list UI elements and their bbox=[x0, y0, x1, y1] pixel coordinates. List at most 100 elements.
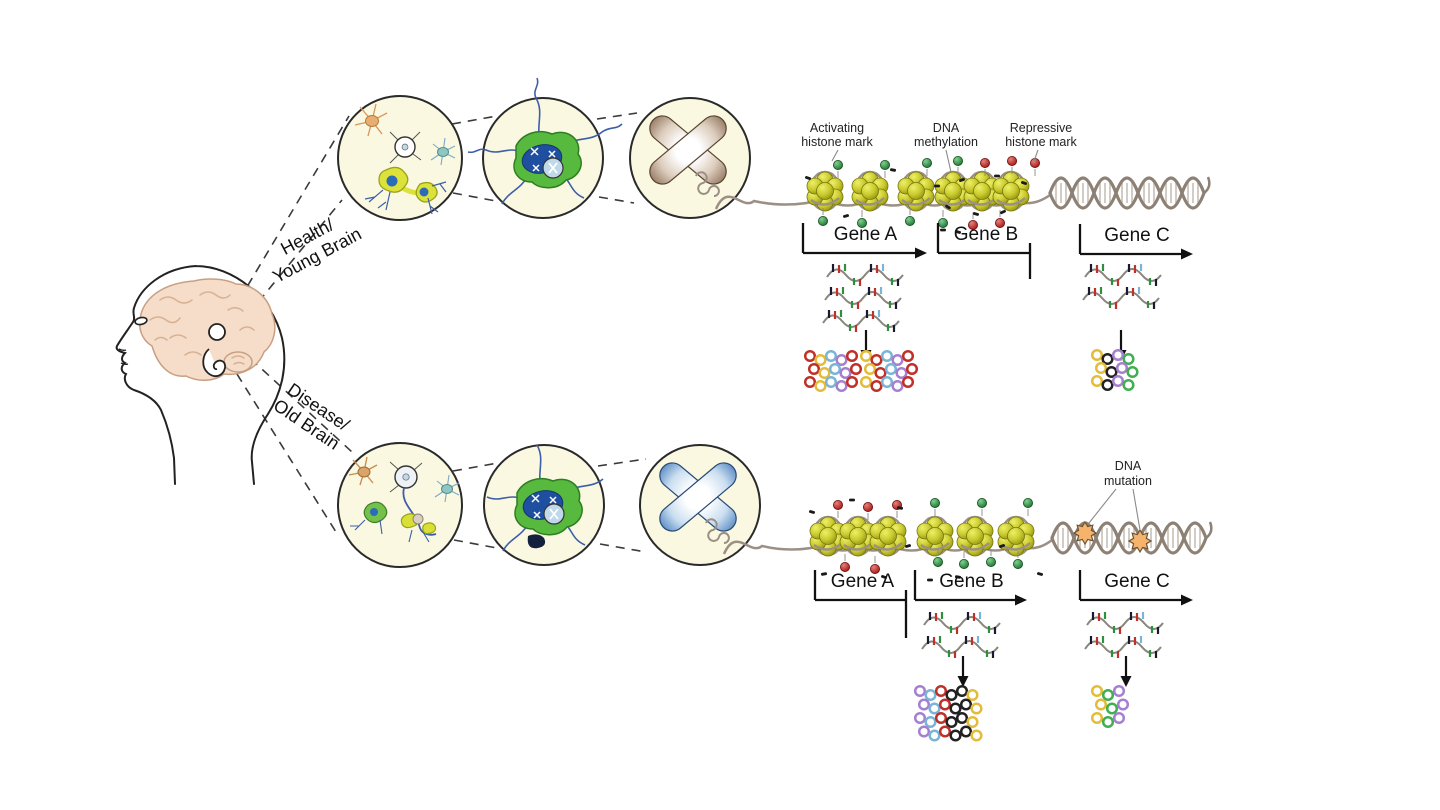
dna-mutation-icon bbox=[1073, 521, 1097, 545]
neuron-icons bbox=[364, 166, 447, 215]
nostril-mouth-lines bbox=[118, 348, 129, 366]
transcription-arrow-icon bbox=[1181, 248, 1193, 260]
annotation-text: methylation bbox=[914, 135, 978, 149]
protein-chain-icon bbox=[1090, 348, 1139, 392]
chromosome-icon-diseased bbox=[659, 462, 737, 532]
gene-label: Gene C bbox=[1104, 225, 1169, 246]
brain-sample-spot bbox=[208, 323, 226, 341]
gene-label: Gene B bbox=[954, 224, 1018, 245]
dna-methylation-icon bbox=[805, 175, 811, 181]
protein-chain-icon bbox=[859, 349, 919, 393]
gene-bracket: Gene B bbox=[913, 570, 1027, 606]
gene-bracket: Gene B bbox=[936, 223, 1032, 279]
pathologic-inclusion bbox=[527, 534, 546, 549]
microglia-icon bbox=[434, 474, 460, 503]
dna-methylation-icon bbox=[934, 184, 940, 188]
disease-chromosome-circle bbox=[639, 444, 761, 566]
eye-icon bbox=[134, 316, 148, 326]
healthy-cell-circle bbox=[467, 77, 623, 219]
annotation-activating-mark: Activating histone mark bbox=[801, 121, 874, 162]
dna-helix-tail bbox=[1203, 176, 1211, 194]
annotation-repressive-mark: Repressive histone mark bbox=[1005, 121, 1078, 162]
zoom-target-cell bbox=[389, 131, 422, 164]
dna-coil-icon bbox=[705, 518, 730, 544]
gene-bracket: Gene A bbox=[801, 223, 927, 259]
dna-methylation-icon bbox=[940, 228, 946, 232]
dna-methylation-icon bbox=[945, 204, 951, 210]
disease-cell-circle bbox=[483, 444, 605, 566]
transcription-arrow-icon bbox=[1015, 594, 1027, 606]
mrna-healthy-gene-a bbox=[821, 262, 905, 334]
transcription-arrow-icon bbox=[1181, 594, 1193, 606]
protein-chain-icon bbox=[1090, 684, 1130, 729]
healthy-neurons-circle bbox=[337, 95, 463, 221]
ear-icon bbox=[202, 348, 226, 378]
annotation-text: histone mark bbox=[1005, 135, 1077, 149]
gene-label: Gene A bbox=[834, 224, 898, 245]
annotation-text: DNA bbox=[1115, 459, 1142, 473]
dna-helix-icon bbox=[1048, 176, 1206, 210]
gene-bracket: Gene C bbox=[1078, 570, 1193, 606]
activating-histone-mark-icon bbox=[930, 497, 940, 509]
translation-arrow-icon bbox=[1119, 654, 1133, 689]
dna-methylation-icon bbox=[1000, 209, 1006, 215]
disease-branch-label: Disease/ Old Brain bbox=[270, 379, 353, 454]
astrocyte-icon-diseased bbox=[348, 456, 378, 486]
activating-histone-mark-icon bbox=[977, 497, 987, 509]
dna-methylation-icon bbox=[994, 174, 1000, 178]
repressive-histone-mark-icon bbox=[833, 499, 843, 511]
disease-neurons-circle bbox=[337, 442, 463, 568]
transcription-arrow-icon bbox=[915, 247, 927, 259]
dna-mutation-icon bbox=[1128, 529, 1152, 553]
mrna-disease-gene-b bbox=[920, 610, 1002, 660]
dna-methylation-icon bbox=[809, 510, 815, 514]
dna-methylation-icon bbox=[973, 212, 979, 216]
activating-histone-mark-icon bbox=[938, 217, 948, 229]
activating-histone-mark-icon bbox=[833, 159, 843, 171]
dna-methylation-icon bbox=[849, 498, 855, 502]
dna-methylation-icon bbox=[889, 168, 897, 172]
activating-histone-mark-icon bbox=[1023, 497, 1033, 509]
gene-label: Gene B bbox=[939, 571, 1003, 592]
dna-methylation-icon bbox=[927, 578, 933, 582]
dna-methylation-icon bbox=[999, 543, 1005, 549]
chromatin-strand-disease bbox=[722, 497, 1213, 582]
mrna-healthy-gene-c bbox=[1081, 262, 1163, 311]
activating-histone-mark-icon bbox=[959, 559, 969, 569]
annotation-text: Repressive bbox=[1010, 121, 1073, 135]
dna-methylation-icon bbox=[955, 230, 961, 234]
protein-bead-chains bbox=[803, 348, 1139, 742]
gene-bracket: Gene C bbox=[1078, 224, 1193, 260]
activating-histone-mark-icon bbox=[953, 155, 963, 167]
dna-helix-tail bbox=[1205, 521, 1213, 539]
activating-histone-mark-icon bbox=[986, 557, 996, 567]
brain-icon bbox=[138, 278, 276, 381]
degenerating-neuron-icons bbox=[350, 501, 437, 543]
activating-histone-mark-icon bbox=[1013, 559, 1023, 569]
annotation-dna-methylation: DNA methylation bbox=[914, 121, 978, 173]
head-illustration bbox=[115, 265, 286, 485]
dna-helix-icon bbox=[1048, 176, 1206, 210]
dna-methylation-icon bbox=[896, 506, 904, 510]
zoom-target-cell bbox=[389, 461, 423, 493]
dna-helix-icon bbox=[1050, 521, 1208, 555]
dna-methylation-icon bbox=[959, 177, 965, 183]
healthy-chromosome-circle bbox=[629, 97, 751, 219]
dna-coil-icon bbox=[695, 171, 720, 197]
dna-methylation-icon bbox=[881, 574, 887, 580]
activating-histone-mark-icon bbox=[818, 215, 828, 227]
protein-chain-icon bbox=[803, 349, 863, 393]
chromatin-strand-healthy bbox=[714, 155, 1211, 234]
chromosome-icon-healthy bbox=[649, 115, 727, 185]
repressive-histone-mark-icon bbox=[1007, 155, 1017, 167]
neuron-cell-icon bbox=[467, 77, 623, 205]
dna-methylation-icon bbox=[843, 214, 849, 218]
activating-histone-mark-icon bbox=[905, 215, 915, 227]
repressive-histone-mark-icon bbox=[980, 157, 990, 169]
repressive-histone-mark-icon bbox=[863, 501, 873, 513]
astrocyte-icon bbox=[354, 103, 388, 137]
gene-label: Gene C bbox=[1104, 571, 1169, 592]
protein-chain-icon bbox=[913, 684, 983, 742]
